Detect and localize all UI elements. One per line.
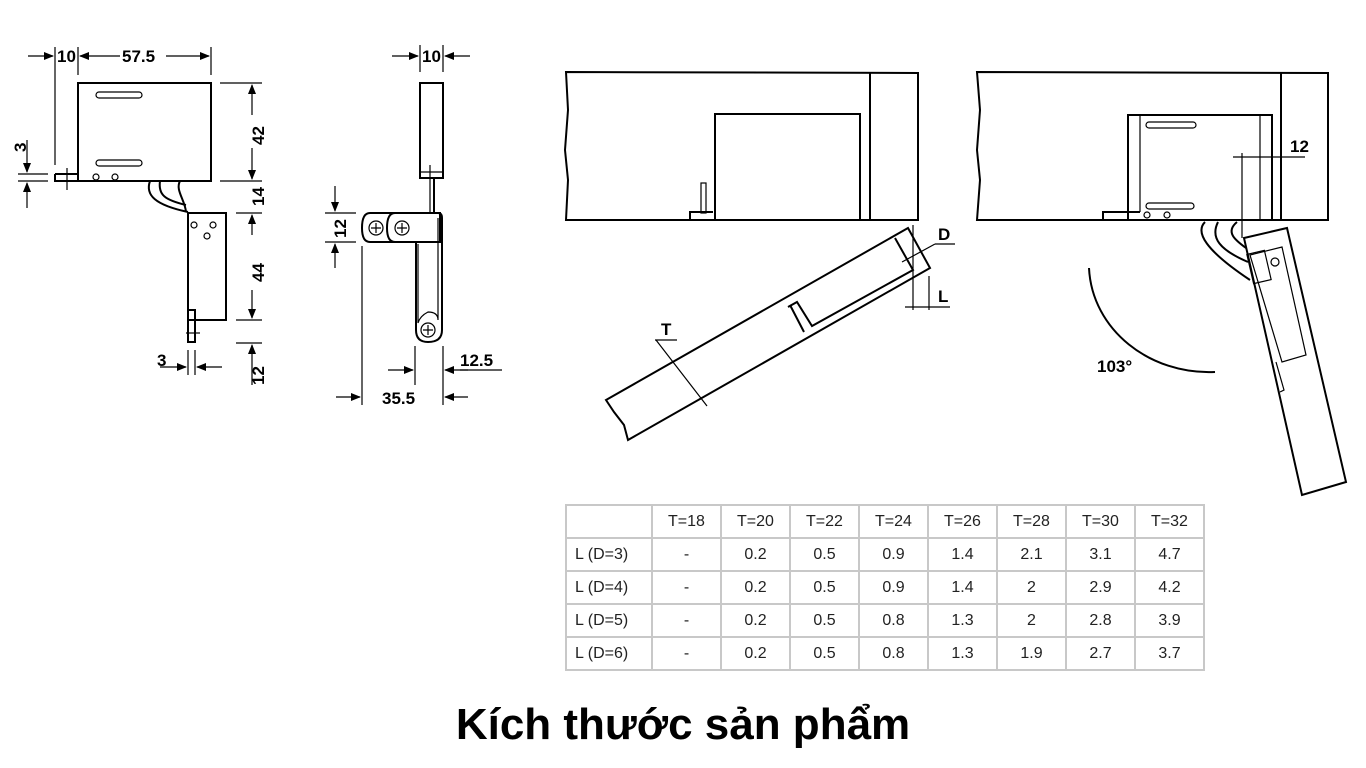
table-cell: 2.9: [1065, 570, 1136, 605]
table-header-cell: T=26: [927, 504, 998, 539]
table-row: L (D=5) - 0.2 0.5 0.8 1.3 2 2.8 3.9: [565, 603, 1205, 638]
table-cell: 0.8: [858, 636, 929, 671]
front-view-drawing: 10 12 12.5 35.5: [325, 45, 502, 408]
table-header-cell: T=22: [789, 504, 860, 539]
row-label: L (D=6): [565, 636, 653, 671]
table-cell: 0.2: [720, 537, 791, 572]
table-row: L (D=3) - 0.2 0.5 0.9 1.4 2.1 3.1 4.7: [565, 537, 1205, 572]
table-cell: 0.2: [720, 603, 791, 638]
table-cell: 2.8: [1065, 603, 1136, 638]
table-cell: 1.4: [927, 570, 998, 605]
table-cell: 4.2: [1134, 570, 1205, 605]
table-cell: 4.7: [1134, 537, 1205, 572]
table-cell: 1.3: [927, 603, 998, 638]
caption-title: Kích thước sản phẩm: [455, 700, 911, 749]
table-cell: 0.5: [789, 570, 860, 605]
row-label: L (D=3): [565, 537, 653, 572]
dim-10-front: 10: [422, 47, 441, 66]
table-row: L (D=4) - 0.2 0.5 0.9 1.4 2 2.9 4.2: [565, 570, 1205, 605]
table-cell: 2.1: [996, 537, 1067, 572]
row-label: L (D=4): [565, 570, 653, 605]
table-header-cell: T=32: [1134, 504, 1205, 539]
label-D: D: [938, 225, 950, 244]
table-cell: -: [651, 636, 722, 671]
angle-103: 103°: [1097, 357, 1132, 376]
table-cell: 1.4: [927, 537, 998, 572]
table-cell: 0.2: [720, 636, 791, 671]
table-cell: -: [651, 537, 722, 572]
label-T: T: [661, 320, 672, 339]
dim-3-horizontal: 3: [157, 351, 166, 370]
table-cell: 2: [996, 603, 1067, 638]
open-position-drawing: 12 103°: [975, 70, 1348, 497]
table-cell: -: [651, 570, 722, 605]
table-cell: 3.7: [1134, 636, 1205, 671]
table-cell: 0.5: [789, 636, 860, 671]
dim-10: 10: [57, 47, 76, 66]
table-cell: 0.9: [858, 537, 929, 572]
table-header-cell: T=24: [858, 504, 929, 539]
table-cell: 0.8: [858, 603, 929, 638]
row-label: L (D=5): [565, 603, 653, 638]
table-cell: 0.2: [720, 570, 791, 605]
table-cell: 0.5: [789, 537, 860, 572]
side-view-drawing: 10 57.5 42 14 44 12 3 3: [11, 47, 268, 385]
table-cell: 3.9: [1134, 603, 1205, 638]
dim-44: 44: [249, 263, 268, 282]
table-cell: -: [651, 603, 722, 638]
table-header-cell: T=30: [1065, 504, 1136, 539]
installation-drawing: T D L: [563, 70, 955, 442]
table-header-cell: [565, 504, 653, 539]
table-row: L (D=6) - 0.2 0.5 0.8 1.3 1.9 2.7 3.7: [565, 636, 1205, 671]
table-header-cell: T=18: [651, 504, 722, 539]
dim-12-front: 12: [331, 219, 350, 238]
table-header-cell: T=20: [720, 504, 791, 539]
label-L: L: [938, 287, 948, 306]
table-cell: 1.3: [927, 636, 998, 671]
clearance-table: T=18 T=20 T=22 T=24 T=26 T=28 T=30 T=32 …: [565, 504, 1205, 671]
table-header-cell: T=28: [996, 504, 1067, 539]
dim-57-5: 57.5: [122, 47, 155, 66]
dim-12-open: 12: [1290, 137, 1309, 156]
dim-12-5: 12.5: [460, 351, 493, 370]
dim-12: 12: [249, 366, 268, 385]
dim-35-5: 35.5: [382, 389, 415, 408]
table-cell: 1.9: [996, 636, 1067, 671]
dim-14: 14: [249, 187, 268, 206]
table-cell: 2.7: [1065, 636, 1136, 671]
table-cell: 2: [996, 570, 1067, 605]
dim-42: 42: [249, 126, 268, 145]
dim-3-vertical: 3: [11, 143, 30, 152]
table-cell: 0.5: [789, 603, 860, 638]
table-header-row: T=18 T=20 T=22 T=24 T=26 T=28 T=30 T=32: [565, 504, 1205, 539]
table-cell: 0.9: [858, 570, 929, 605]
table-cell: 3.1: [1065, 537, 1136, 572]
